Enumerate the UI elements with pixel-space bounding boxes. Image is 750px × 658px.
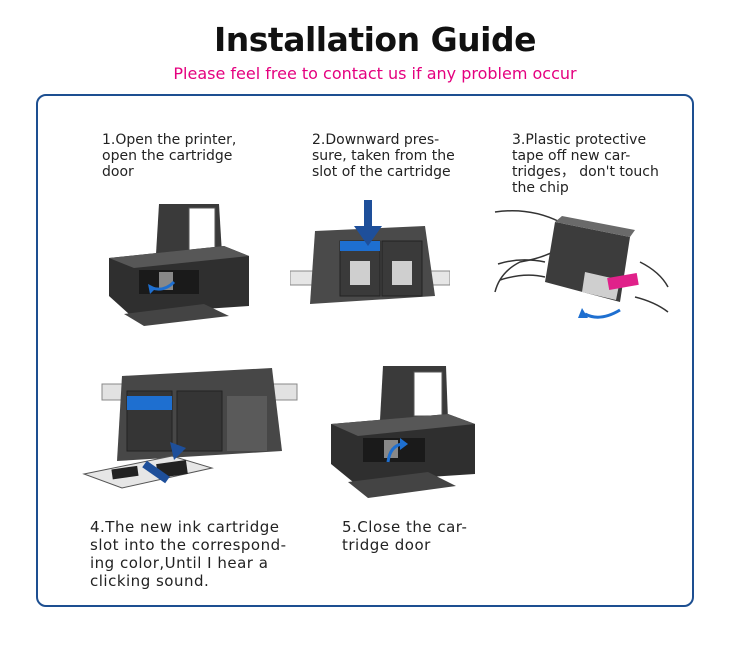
page-title: Installation Guide xyxy=(214,20,536,59)
remove-tape-illustration xyxy=(494,210,669,319)
printer-open-door-illustration xyxy=(109,204,249,326)
guide-frame xyxy=(36,94,694,607)
insert-cartridge-illustration xyxy=(82,368,298,489)
step-2-text: 2.Downward pres- sure, taken from the sl… xyxy=(312,132,455,180)
page-subtitle: Please feel free to contact us if any pr… xyxy=(173,64,577,83)
cartridge-press-down-illustration xyxy=(290,200,450,304)
step-3-text: 3.Plastic protective tape off new car- t… xyxy=(512,132,659,196)
step-4-text: 4.The new ink cartridge slot into the co… xyxy=(90,518,287,590)
step-1-text: 1.Open the printer, open the cartridge d… xyxy=(102,132,237,180)
step-5-text: 5.Close the car- tridge door xyxy=(342,518,468,554)
printer-close-door-illustration xyxy=(331,366,475,498)
